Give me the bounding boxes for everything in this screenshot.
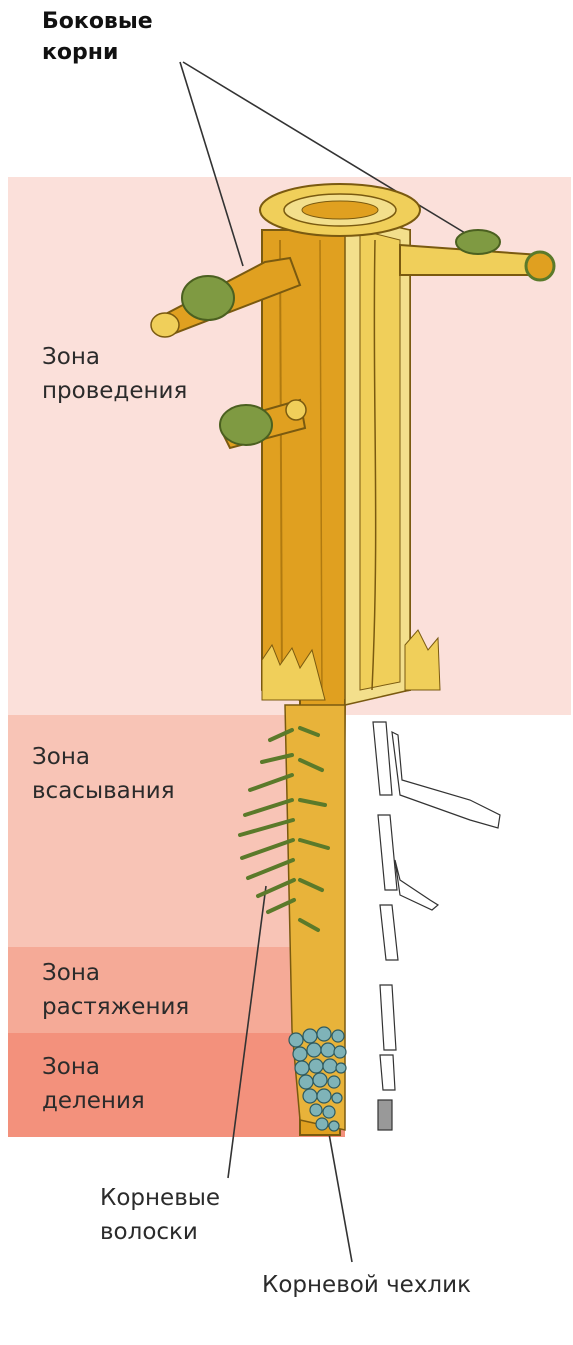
leader-line-root-cap [328, 1128, 352, 1262]
conduction-zone-label: Зона проведения [42, 340, 187, 408]
division-zone-label: Зона деления [42, 1050, 145, 1118]
leader-line-root-hairs [228, 886, 266, 1178]
cell-detail-drawings [373, 722, 500, 1130]
elongation-zone-label: Зона растяжения [42, 956, 189, 1024]
lateral-root-right [400, 230, 554, 280]
root-cap-label: Корневой чехлик [262, 1268, 471, 1302]
lateral-roots-label: Боковые корни [42, 6, 153, 68]
absorption-zone-label: Зона всасывания [32, 740, 175, 808]
main-root [260, 184, 440, 1135]
root-hairs-label: Корневые волоски [100, 1181, 220, 1249]
